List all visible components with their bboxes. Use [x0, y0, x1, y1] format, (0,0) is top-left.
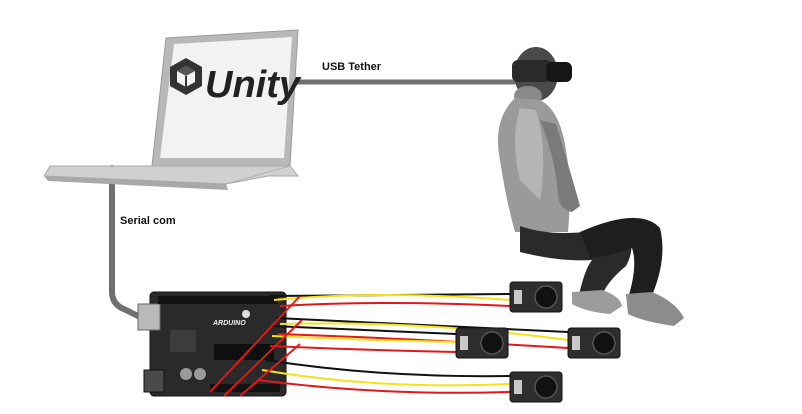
serial-cable	[109, 165, 145, 321]
motor-module-3	[567, 327, 621, 359]
signal-wires	[209, 293, 569, 397]
laptop-icon	[43, 29, 300, 190]
serial-com-label: Serial com	[120, 215, 176, 227]
usb-tether-label: USB Tether	[322, 61, 382, 73]
unity-logo-icon	[170, 58, 202, 95]
arduino-brand-label: ARDUINO	[213, 320, 246, 327]
motor-module-4	[509, 371, 563, 403]
vr-user-icon	[497, 47, 684, 326]
motor-modules	[455, 281, 621, 403]
motor-module-2	[455, 327, 509, 359]
motor-module-1	[509, 281, 563, 313]
unity-wordmark: Unity	[205, 64, 300, 106]
